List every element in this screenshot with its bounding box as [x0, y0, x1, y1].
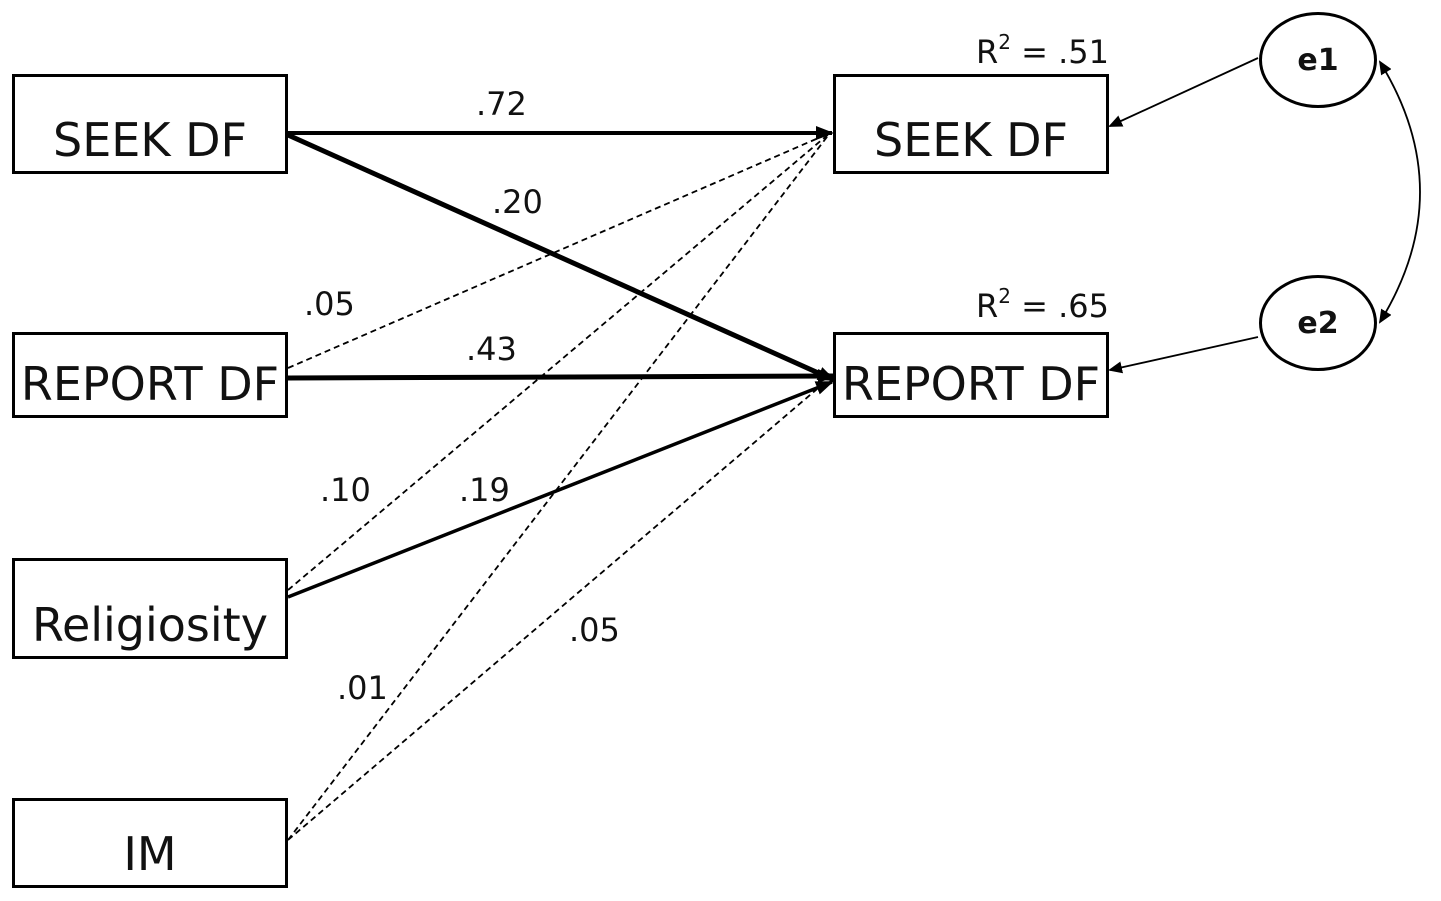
path-religiosity-to-report — [287, 380, 834, 599]
coef-im-seek: .01 — [337, 669, 388, 707]
covariance-e1-e2 — [1378, 60, 1421, 324]
path-im-to-report — [287, 377, 831, 841]
path-seek-to-report — [286, 132, 836, 383]
node-label: REPORT DF — [841, 357, 1101, 411]
node-report-df-outcome: REPORT DF — [833, 332, 1109, 418]
coef-report-report: .43 — [466, 330, 517, 368]
error-label: e1 — [1297, 42, 1339, 78]
coef-im-report: .05 — [569, 611, 620, 649]
node-label: SEEK DF — [874, 113, 1068, 167]
path-im-to-seek — [287, 132, 831, 841]
node-report-df-predictor: REPORT DF — [12, 332, 288, 418]
node-label: IM — [123, 827, 177, 881]
error-term-e1: e1 — [1259, 12, 1377, 108]
coef-seek-seek: .72 — [476, 85, 527, 123]
node-im: IM — [12, 798, 288, 888]
node-label: SEEK DF — [53, 113, 247, 167]
path-report-to-seek — [287, 132, 831, 369]
r2-seek-df: R2 = .51 — [976, 30, 1110, 71]
r2-report-df: R2 = .65 — [976, 284, 1110, 325]
path-religiosity-to-seek — [287, 132, 831, 591]
path-e1-to-seek — [1108, 57, 1259, 127]
path-e2-to-report — [1108, 336, 1259, 374]
node-seek-df-predictor: SEEK DF — [12, 74, 288, 174]
error-label: e2 — [1297, 305, 1339, 341]
node-label: Religiosity — [32, 598, 268, 652]
coef-seek-report: .20 — [492, 183, 543, 221]
error-term-e2: e2 — [1259, 275, 1377, 371]
node-label: REPORT DF — [20, 357, 280, 411]
node-seek-df-outcome: SEEK DF — [833, 74, 1109, 174]
coef-religiosity-seek: .10 — [320, 471, 371, 509]
node-religiosity: Religiosity — [12, 558, 288, 659]
coef-religiosity-report: .19 — [459, 471, 510, 509]
coef-report-seek: .05 — [304, 285, 355, 323]
path-report-to-report — [287, 369, 836, 384]
